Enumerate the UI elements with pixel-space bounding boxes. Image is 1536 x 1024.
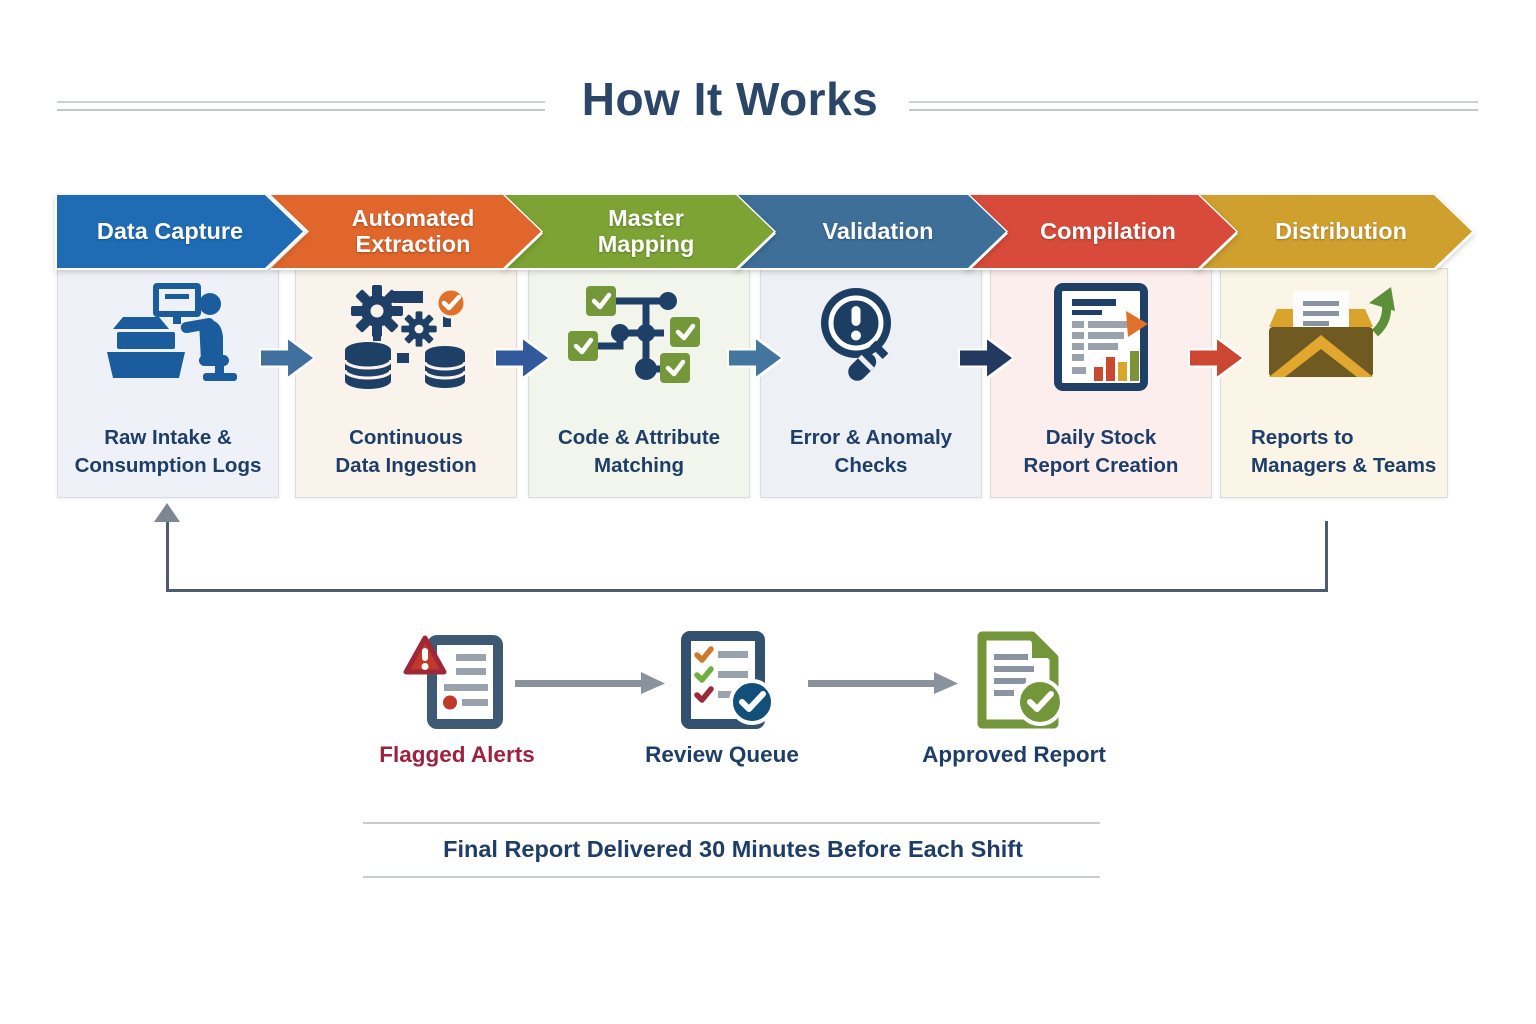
step-card-validation: Error & Anomaly Checks <box>760 268 982 498</box>
flow-arrow-wrap <box>960 337 1012 379</box>
title-divider-right <box>909 101 1478 111</box>
step-header-compilation: Compilation <box>966 195 1236 268</box>
step-card-compilation: Daily Stock Report Creation <box>990 268 1212 498</box>
flow-arrow-wrap <box>729 337 781 379</box>
connector-arrow-icon <box>515 672 665 694</box>
feedback-loop-line <box>166 521 1328 592</box>
arrow-right-icon <box>261 339 313 377</box>
step-header-wrap: Master Mapping <box>504 195 774 268</box>
footer-note: Final Report Delivered 30 Minutes Before… <box>443 836 1023 862</box>
arrow-right-icon <box>496 339 548 377</box>
step-header-wrap: Validation <box>736 195 1006 268</box>
step-header-validation: Validation <box>736 195 1006 268</box>
flagged-alerts-label: Flagged Alerts <box>379 742 535 767</box>
footer-divider-top <box>363 822 1100 824</box>
report-document-chart-icon <box>1054 283 1148 391</box>
step-header-wrap: Automated Extraction <box>271 195 541 268</box>
arrow-right-icon <box>729 339 781 377</box>
connector-arrow-icon <box>808 672 958 694</box>
pos-terminal-operator-icon <box>107 283 237 381</box>
envelope-send-icon <box>1269 287 1395 377</box>
step-caption: Raw Intake & Consumption Logs <box>74 425 262 478</box>
step-card-distribution: Reports to Managers & Teams <box>1220 268 1448 498</box>
step-header-automated-extraction: Automated Extraction <box>271 195 541 268</box>
step-caption: Error & Anomaly Checks <box>789 425 953 478</box>
step-caption: Code & Attribute Matching <box>557 425 721 478</box>
step-header-master-mapping: Master Mapping <box>504 195 774 268</box>
approved-report-label: Approved Report <box>922 742 1106 767</box>
magnifier-alert-icon <box>821 288 891 381</box>
flagged-alerts-icon <box>403 635 503 729</box>
arrow-right-icon <box>1190 339 1242 377</box>
step-card-automated-extraction: Continuous Data Ingestion <box>295 268 517 498</box>
review-queue-icon <box>681 631 775 729</box>
page-title: How It Works <box>581 73 879 125</box>
step-header-distribution: Distribution <box>1196 195 1472 268</box>
step-card-data-capture: Raw Intake & Consumption Logs <box>57 268 279 498</box>
flow-arrow-wrap <box>261 337 313 379</box>
mapping-network-checks-icon <box>568 286 700 383</box>
loop-arrowhead-up-icon <box>154 503 180 522</box>
step-header-wrap: Compilation <box>966 195 1236 268</box>
step-header-wrap: Data Capture <box>57 195 303 268</box>
footer-divider-bottom <box>363 876 1100 878</box>
step-header-wrap: Distribution <box>1196 195 1472 268</box>
review-queue-label: Review Queue <box>645 742 799 767</box>
step-card-master-mapping: Code & Attribute Matching <box>528 268 750 498</box>
flow-arrow-wrap <box>496 337 548 379</box>
title-divider-left <box>57 101 545 111</box>
step-caption: Reports to Managers & Teams <box>1251 425 1437 478</box>
approved-report-icon <box>977 631 1064 729</box>
flow-arrow-wrap <box>1190 337 1242 379</box>
step-caption: Continuous Data Ingestion <box>335 425 477 478</box>
gears-database-icon <box>343 285 467 389</box>
step-caption: Daily Stock Report Creation <box>1023 425 1179 478</box>
step-header-data-capture: Data Capture <box>57 195 303 268</box>
arrow-right-icon <box>960 339 1012 377</box>
